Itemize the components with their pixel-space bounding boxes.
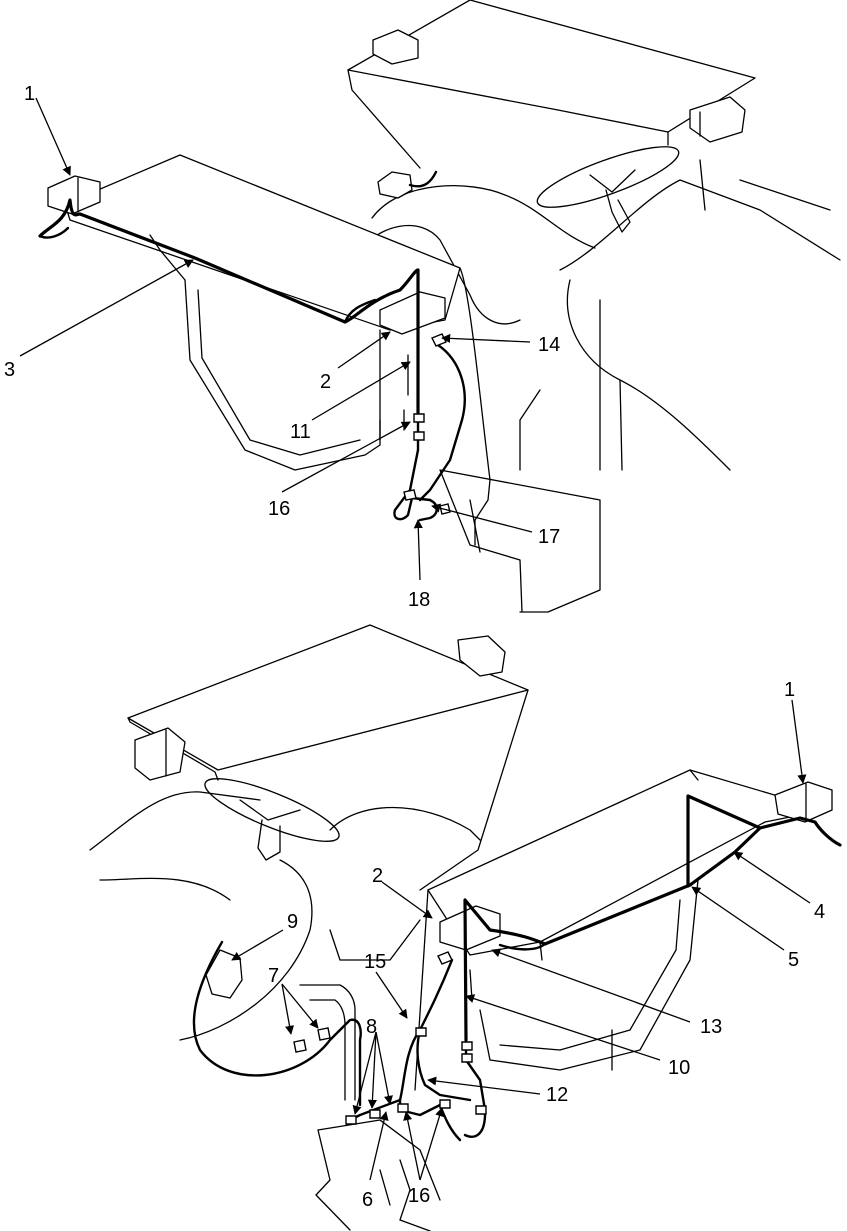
bottom-body — [89, 778, 481, 1231]
callout-5: 5 — [788, 949, 799, 971]
callout-4: 4 — [814, 901, 825, 923]
callout-3: 3 — [4, 359, 15, 381]
callout-11: 11 — [290, 421, 311, 443]
callout-13: 13 — [700, 1016, 722, 1038]
callout-2-bottom: 2 — [372, 865, 383, 887]
top-body — [359, 146, 841, 613]
callout-10: 10 — [668, 1057, 690, 1079]
callout-9: 9 — [287, 911, 298, 933]
bottom-leaders — [231, 699, 811, 1181]
callout-16-top: 16 — [268, 498, 290, 520]
bottom-view: 1 2 4 5 9 15 7 13 8 10 12 6 16 — [89, 624, 842, 1231]
bottom-harness — [192, 794, 842, 1142]
top-far-fender — [347, 0, 756, 169]
top-harness — [38, 198, 466, 522]
callout-7: 7 — [268, 965, 279, 987]
top-view: 1 3 2 14 11 16 17 18 — [4, 0, 841, 613]
callout-2-top: 2 — [320, 371, 331, 393]
callout-15: 15 — [364, 951, 386, 973]
callout-14: 14 — [538, 334, 560, 356]
top-leaders — [19, 97, 533, 581]
callout-18: 18 — [408, 589, 430, 611]
callout-8: 8 — [366, 1016, 377, 1038]
bottom-far-fender — [127, 624, 529, 891]
callout-16-bottom: 16 — [408, 1185, 430, 1207]
callout-1-top: 1 — [24, 83, 35, 105]
top-near-fender — [47, 154, 491, 546]
callout-17: 17 — [538, 526, 560, 548]
callout-1-bottom: 1 — [784, 679, 795, 701]
callout-12: 12 — [546, 1084, 568, 1106]
callout-6: 6 — [362, 1189, 373, 1211]
bottom-near-fender — [414, 769, 833, 1091]
